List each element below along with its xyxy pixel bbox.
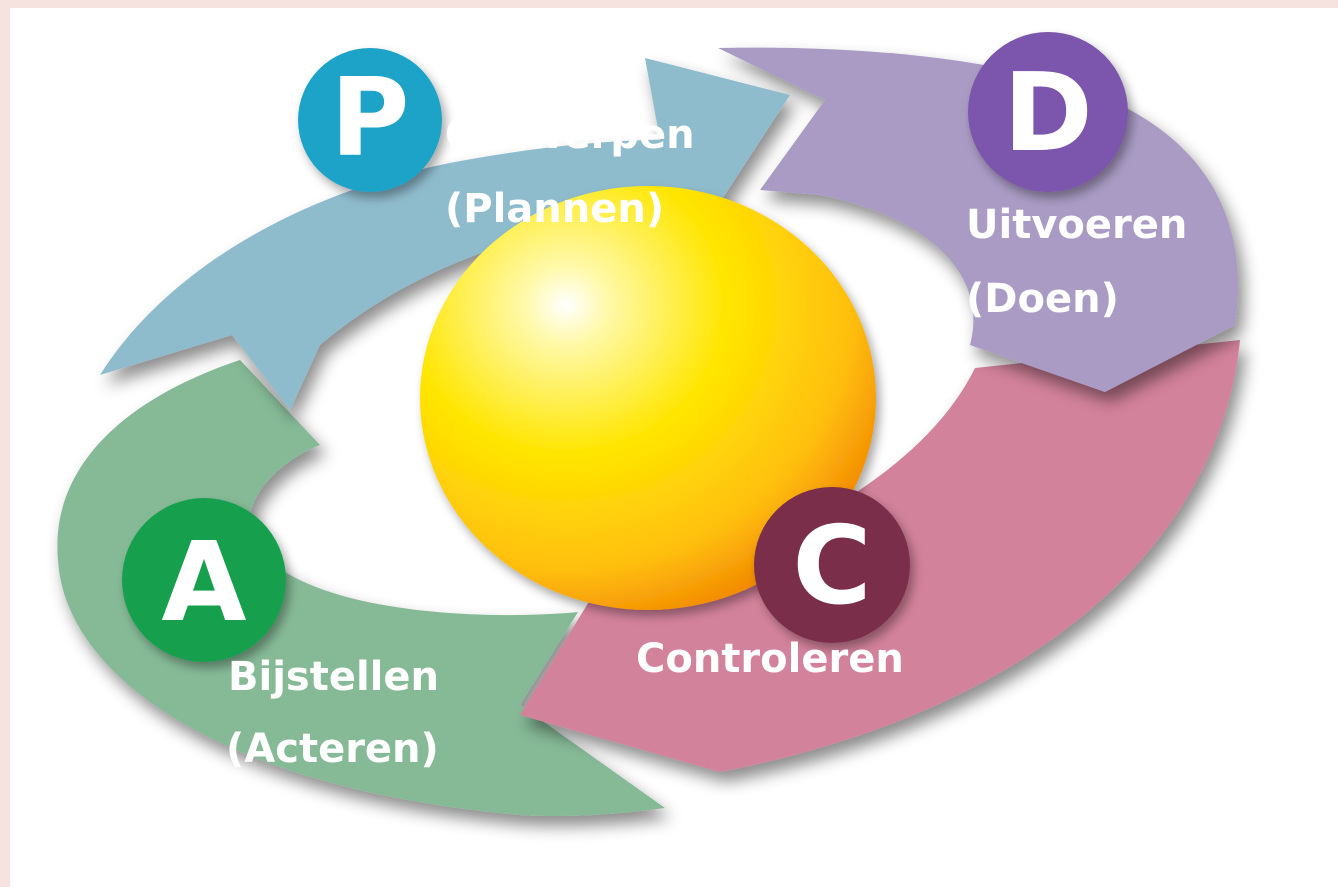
center-sphere <box>420 186 876 610</box>
badge-do-letter: D <box>1003 51 1093 176</box>
arrow-plan <box>100 58 790 410</box>
do-label-line2: (Doen) <box>966 276 1119 322</box>
check-label-line1: Controleren <box>636 636 904 682</box>
act-label-line2: (Acteren) <box>226 726 439 772</box>
plan-label-line1: Ontwerpen <box>445 112 695 158</box>
badge-act-letter: A <box>161 518 246 646</box>
act-label-line1: Bijstellen <box>228 654 439 700</box>
badge-check-letter: C <box>792 504 871 629</box>
badge-do: D <box>968 32 1128 192</box>
arrow-plan-shape <box>100 58 790 410</box>
plan-label-line2: (Plannen) <box>445 186 664 232</box>
badge-plan: P <box>298 48 442 192</box>
badge-act: A <box>122 498 286 662</box>
arrow-act-shape <box>57 360 665 817</box>
arrow-act <box>57 360 665 817</box>
do-label-line1: Uitvoeren <box>966 202 1187 248</box>
badge-check: C <box>754 487 910 643</box>
badge-plan-letter: P <box>330 56 409 181</box>
